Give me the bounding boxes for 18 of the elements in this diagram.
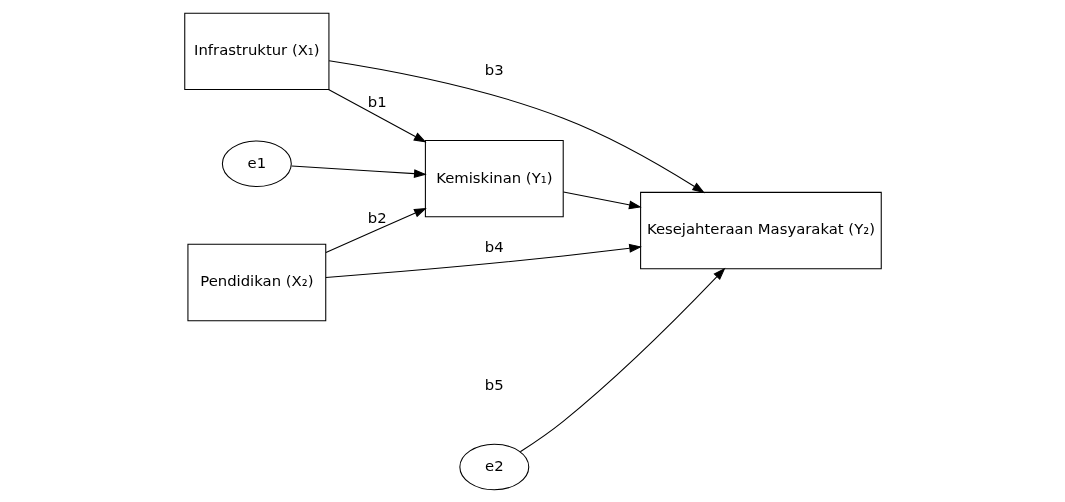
node-ellipse: e1 <box>221 139 292 187</box>
node-ellipse: e2 <box>458 443 529 490</box>
arrow <box>290 164 427 178</box>
node-box: Pendidikan (X₂) <box>186 243 326 321</box>
edge-label: b4 <box>484 237 504 255</box>
node-box: Kemiskinan (Y₁) <box>424 139 564 217</box>
arrow <box>328 59 705 193</box>
arrow <box>519 267 725 452</box>
arrow <box>324 243 642 278</box>
edge-label: b3 <box>484 60 504 78</box>
edge-label: b1 <box>367 92 387 110</box>
edge-label: b2 <box>367 208 387 226</box>
arrow <box>562 190 642 209</box>
arrow <box>327 88 427 143</box>
node-box: Infrastruktur (X₁) <box>183 12 329 90</box>
label: b5 <box>484 375 504 393</box>
arrow <box>324 207 427 253</box>
node-box: Kesejahteraan Masyarakat (Y₂) <box>639 191 882 269</box>
